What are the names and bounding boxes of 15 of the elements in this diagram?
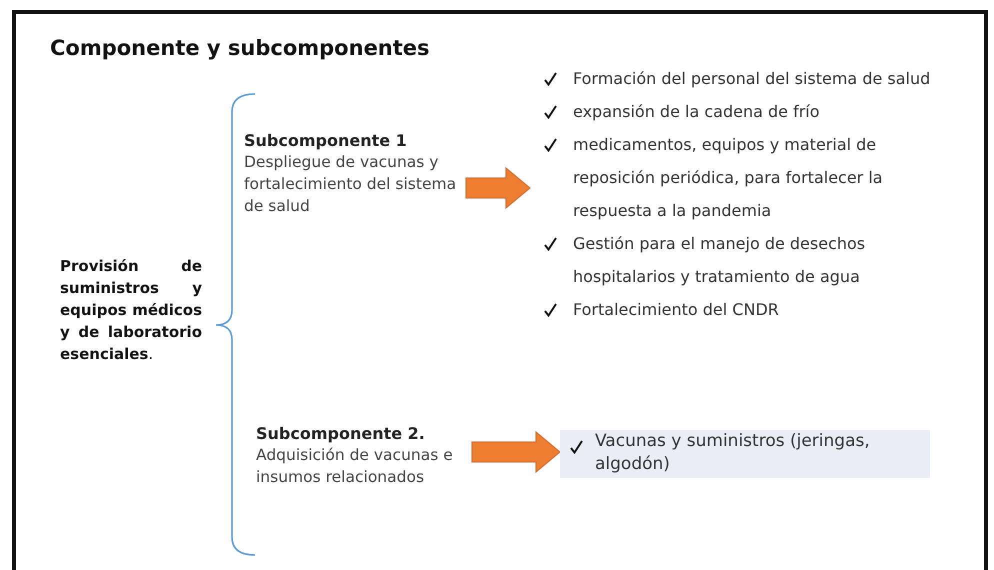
list-item: medicamentos, equipos y material de reposición periódica, para fortalecer la respuesta a la pandemia bbox=[573, 134, 884, 222]
subcomponent-heading: Subcomponente 1 bbox=[244, 130, 408, 151]
list-item: expansión de la cadena de frío bbox=[573, 101, 821, 123]
subcomponent-description: Adquisición de vacunas e insumos relacionados bbox=[256, 445, 454, 488]
highlighted-list bbox=[560, 430, 930, 478]
list-item: Gestión para el manejo de desechos hospitalarios y tratamiento de agua bbox=[573, 233, 866, 288]
block-arrow bbox=[472, 430, 561, 474]
subcomponent-heading: Subcomponente 2. bbox=[256, 423, 426, 444]
list-item: Fortalecimiento del CNDR bbox=[573, 299, 780, 321]
title: Componente y subcomponentes bbox=[50, 36, 430, 60]
block-arrow bbox=[466, 166, 531, 210]
list-item: Formación del personal del sistema de salud bbox=[573, 68, 932, 90]
component-text: Provisión de suministros y equipos médicos y de laboratorio esenciales. bbox=[60, 256, 202, 365]
subcomponent-description: Despliegue de vacunas y fortalecimiento del sistema de salud bbox=[244, 152, 458, 217]
list-item: Vacunas y suministros (jeringas, algodón) bbox=[595, 430, 871, 476]
